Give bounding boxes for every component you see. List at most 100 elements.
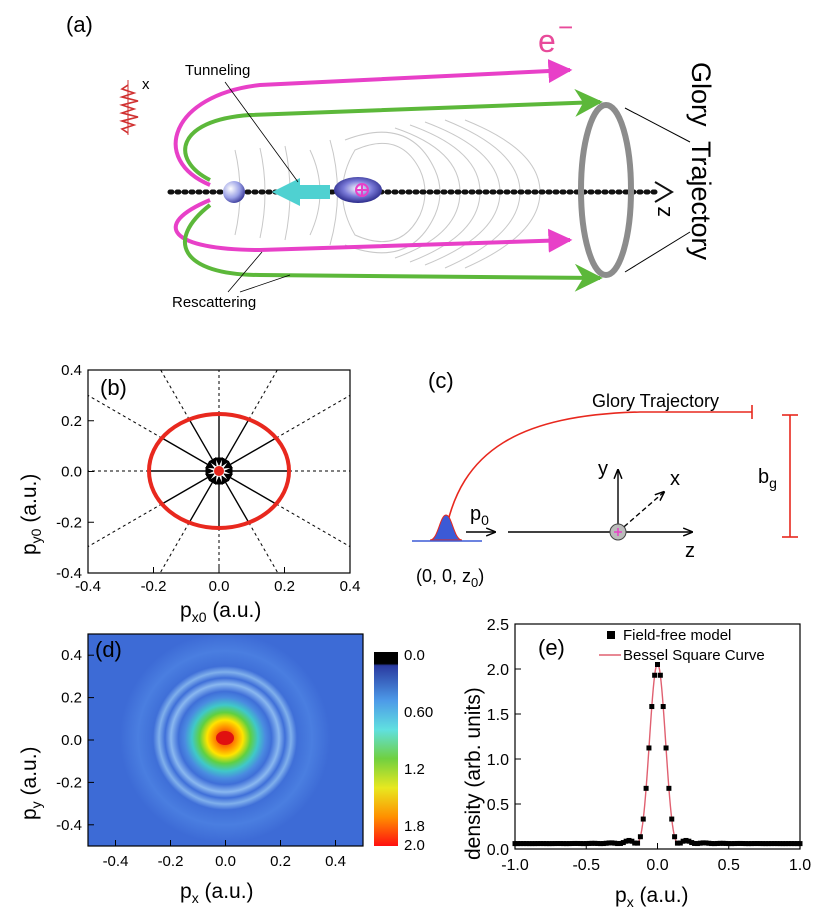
field-free-marker	[572, 840, 578, 846]
field-free-marker	[674, 840, 680, 846]
panel-e-legend: Field-free model Bessel Square Curve	[599, 627, 765, 664]
e-ytick-label: 1.0	[487, 752, 509, 769]
field-free-marker	[543, 841, 549, 847]
field-free-marker	[700, 840, 706, 846]
panel-c-z-label: z	[685, 540, 695, 562]
field-free-marker	[646, 745, 652, 751]
pulse-axis-x-label: x	[142, 76, 150, 93]
field-free-marker	[669, 816, 675, 822]
colorbar-tick-label: 0.0	[404, 647, 425, 664]
field-free-marker	[606, 840, 612, 846]
field-free-marker	[694, 841, 700, 847]
field-free-marker	[529, 841, 535, 847]
d-xtick-label: -0.2	[158, 853, 184, 870]
ray-arrow-8	[188, 475, 217, 523]
ray-arrow-7	[161, 473, 215, 505]
field-free-marker	[555, 841, 561, 847]
field-free-marker	[731, 841, 737, 847]
nucleus-plus-icon	[614, 528, 622, 536]
b-ytick-label: 0.4	[61, 362, 82, 379]
e-ytick-label: 0.0	[487, 842, 509, 859]
ray-arrow-10	[221, 475, 250, 523]
field-free-marker	[640, 816, 646, 822]
e-ytick-label: 0.5	[487, 797, 509, 814]
ray-dashed-10	[248, 522, 279, 574]
b-xtick-label: 0.0	[209, 578, 230, 595]
field-free-marker	[751, 841, 757, 847]
laser-pulse-icon	[119, 80, 139, 135]
ray-dashed-11	[275, 503, 351, 548]
d-xtick-label: 0.0	[215, 853, 236, 870]
wavepacket	[429, 514, 463, 541]
glory-ring	[578, 102, 634, 278]
field-free-marker	[643, 785, 649, 791]
panel-c-bg: bg	[758, 466, 777, 491]
field-free-marker	[609, 840, 615, 846]
field-free-marker	[566, 841, 572, 847]
field-free-marker	[777, 841, 783, 847]
field-free-marker	[515, 841, 521, 847]
field-free-marker	[649, 704, 655, 710]
field-free-marker	[746, 841, 752, 847]
field-free-marker	[717, 840, 723, 846]
field-free-marker	[686, 838, 692, 844]
panel-c-glory-label: Glory Trajectory	[592, 391, 719, 411]
field-free-marker	[580, 841, 586, 847]
panel-c: (c) Glory Trajectory p0 (0, 0, z0) y x z…	[412, 368, 798, 590]
ray-arrow-1	[223, 437, 277, 469]
field-free-marker	[692, 840, 698, 846]
field-free-marker	[569, 841, 575, 847]
b-ytick-label: -0.2	[56, 514, 82, 531]
field-free-marker	[749, 841, 755, 847]
trajectory-magenta-upper	[173, 59, 573, 187]
panel-d-label: (d)	[95, 637, 122, 662]
field-free-marker	[697, 840, 703, 846]
field-free-marker	[595, 840, 601, 846]
field-free-marker	[791, 841, 797, 847]
panel-c-label: (c)	[428, 368, 454, 393]
field-free-marker	[714, 840, 720, 846]
ray-arrow-4	[188, 419, 217, 467]
field-free-marker	[771, 841, 777, 847]
glory-trajectory-title: Glory Trajectory	[686, 62, 716, 261]
field-free-marker	[558, 841, 564, 847]
e-xtick-label: -0.5	[572, 857, 600, 874]
d-xtick-label: 0.4	[325, 853, 346, 870]
field-free-marker	[615, 841, 621, 847]
field-free-marker	[626, 837, 632, 843]
d-ytick-label: -0.4	[56, 817, 82, 834]
tunneling-arrow-icon	[272, 178, 330, 206]
panel-c-x-axis	[617, 492, 664, 533]
field-free-marker	[683, 837, 689, 843]
field-free-marker	[586, 840, 592, 846]
e-xtick-label: 0.5	[718, 857, 740, 874]
field-free-marker	[523, 841, 529, 847]
panel-e-ylabel: density (arb. units)	[462, 687, 485, 860]
field-free-marker	[635, 840, 641, 846]
field-free-marker	[657, 672, 663, 678]
legend-entry-field-free: Field-free model	[623, 627, 731, 644]
colorbar-tick-label: 2.0	[404, 837, 425, 854]
e-xtick-label: 0.0	[646, 857, 668, 874]
field-free-marker	[757, 841, 763, 847]
b-xtick-label: -0.2	[141, 578, 167, 595]
heatmap-center	[216, 731, 234, 745]
field-free-marker	[652, 672, 658, 678]
d-ytick-label: 0.2	[61, 690, 82, 707]
field-free-marker	[632, 840, 638, 846]
field-free-marker	[518, 841, 524, 847]
ray-arrow-2	[221, 419, 250, 467]
ray-dashed-2	[248, 369, 278, 420]
field-free-marker	[763, 841, 769, 847]
field-free-marker	[623, 838, 629, 844]
field-free-marker	[549, 841, 555, 847]
panel-c-x-label: x	[670, 468, 680, 490]
field-free-marker	[538, 841, 544, 847]
panel-d-xlabel: px (a.u.)	[180, 880, 254, 906]
impact-parameter-bracket	[782, 414, 798, 538]
colorbar	[374, 652, 398, 846]
b-ytick-label: 0.2	[61, 413, 82, 430]
field-free-marker	[709, 841, 715, 847]
